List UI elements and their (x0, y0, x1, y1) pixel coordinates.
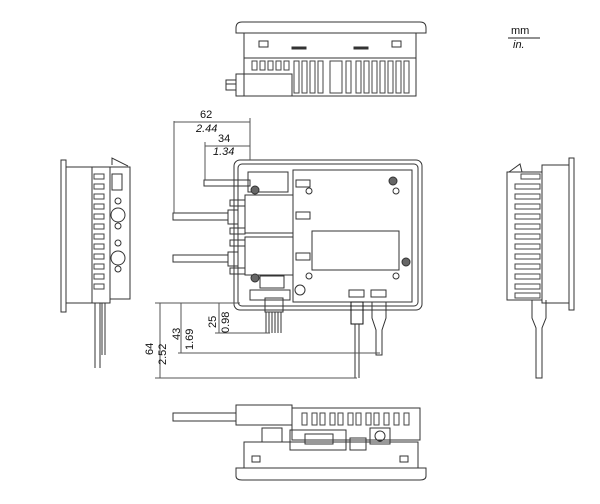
dim-34-mm: 34 (218, 133, 231, 145)
dim-64-in: 2.52 (157, 343, 169, 365)
dim-25-in: 0.98 (220, 311, 232, 333)
left-side-view (60, 157, 131, 368)
rear-view (172, 159, 423, 378)
dim-62-in: 2.44 (196, 123, 218, 135)
unit-inch-label: in. (513, 39, 525, 51)
top-view (225, 21, 427, 97)
dim-43-in: 1.69 (184, 328, 196, 350)
dim-64-mm: 64 (144, 342, 156, 355)
dimension-lines (155, 118, 380, 379)
dim-43-mm: 43 (171, 327, 183, 340)
bottom-view (172, 404, 427, 481)
dim-25-mm: 25 (207, 315, 219, 328)
right-side-view (506, 157, 575, 379)
dim-34-in: 1.34 (213, 146, 235, 158)
unit-mm-label: mm (511, 25, 530, 37)
dim-62-mm: 62 (200, 109, 213, 121)
